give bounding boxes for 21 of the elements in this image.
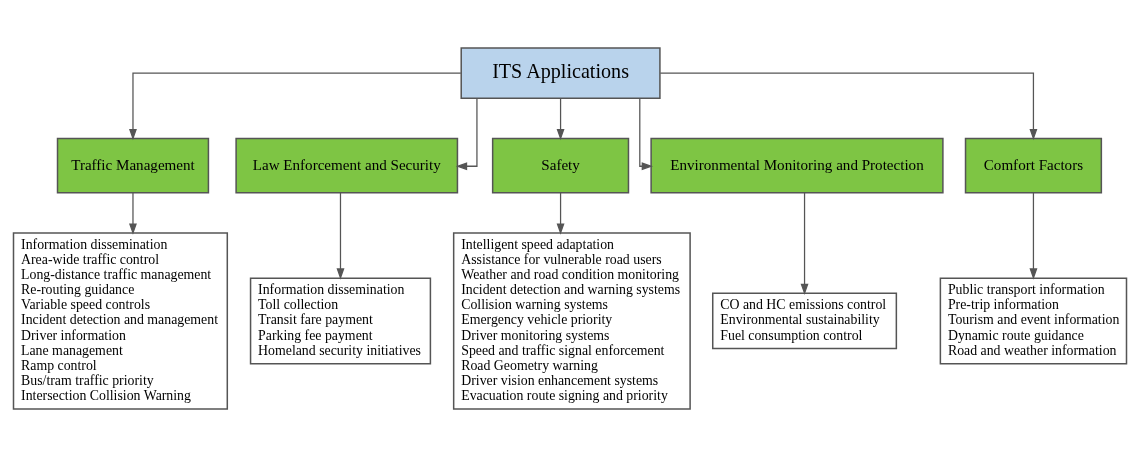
node-box: Intelligent speed adaptation Assistance for vulnerable road users Weather and road condition monitoring Incident detection and warning systems Collision warning systems Emergency vehicle priority Driver monitoring systems Speed and traffic signal enforcement Road Geometry warning Driver vision enhancement systems Evacuation route signing and priority [452,232,691,410]
arrow [800,192,809,296]
arrow [556,97,565,141]
arrow [129,72,462,141]
arrow [129,192,137,235]
arrow [336,192,345,280]
arrow [659,72,1038,141]
node-box: Law Enforcement and Security [235,137,459,194]
node-box: Public transport information Pre-trip information Tourism and event information Dynamic route guidance Road and weather information [939,277,1128,365]
arrow [455,98,478,171]
node-box: Comfort Factors [964,137,1103,194]
node-box: Traffic Management [56,137,210,194]
arrow [1029,192,1038,280]
node-box: Environmental Monitoring and Protection [650,137,944,194]
node-box: Information dissemination Toll collection Transit fare payment Parking fee payment Homeland security initiatives [249,277,432,365]
node-box: Safety [491,137,630,194]
node-box: ITS Applications [460,47,661,100]
arrow [556,192,565,235]
node-box: CO and HC emissions control Environmental sustainability Fuel consumption control [712,292,898,350]
node-box: Information dissemination Area-wide traffic control Long-distance traffic management Re-routing guidance Variable speed controls Incident detection and management Driver information Lane management Ramp control Bus/tram traffic priority Intersection Collision Warning [12,232,229,410]
arrow [639,98,653,171]
